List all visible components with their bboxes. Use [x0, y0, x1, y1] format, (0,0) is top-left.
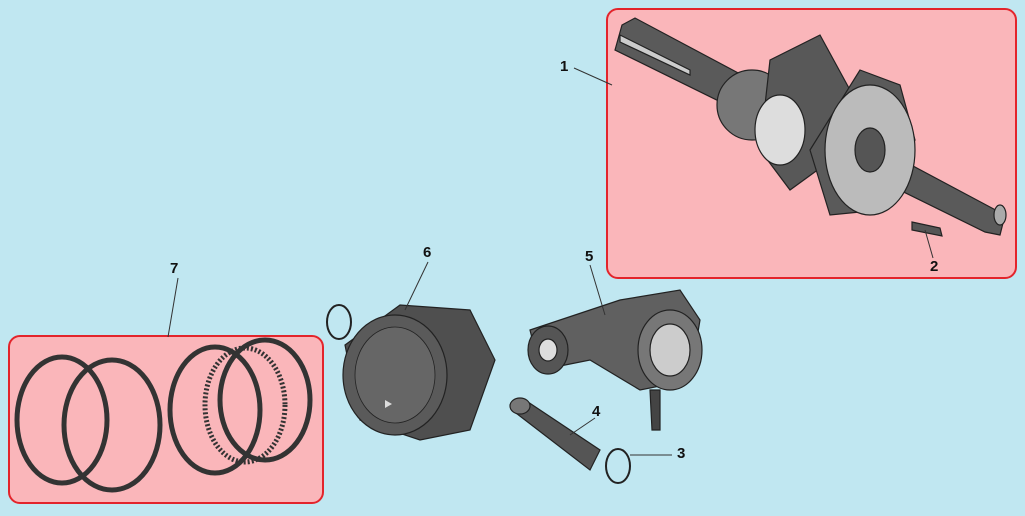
- callout-5: 5: [585, 248, 594, 265]
- callout-1: 1: [560, 58, 569, 75]
- piston-rings[interactable]: [14, 337, 313, 493]
- piston-pin[interactable]: [509, 397, 601, 471]
- callout-3: 3: [677, 445, 686, 462]
- piston[interactable]: [342, 304, 496, 441]
- callout-7: 7: [170, 260, 179, 277]
- callout-4: 4: [592, 403, 601, 420]
- connecting-rod[interactable]: [527, 289, 703, 431]
- crankshaft[interactable]: [614, 17, 1007, 236]
- leader-lines: [167, 67, 934, 456]
- callout-2: 2: [930, 258, 939, 275]
- key[interactable]: [911, 221, 943, 237]
- piston-clip[interactable]: [326, 304, 352, 340]
- piston-pin-clip[interactable]: [605, 448, 631, 484]
- callout-6: 6: [423, 244, 432, 261]
